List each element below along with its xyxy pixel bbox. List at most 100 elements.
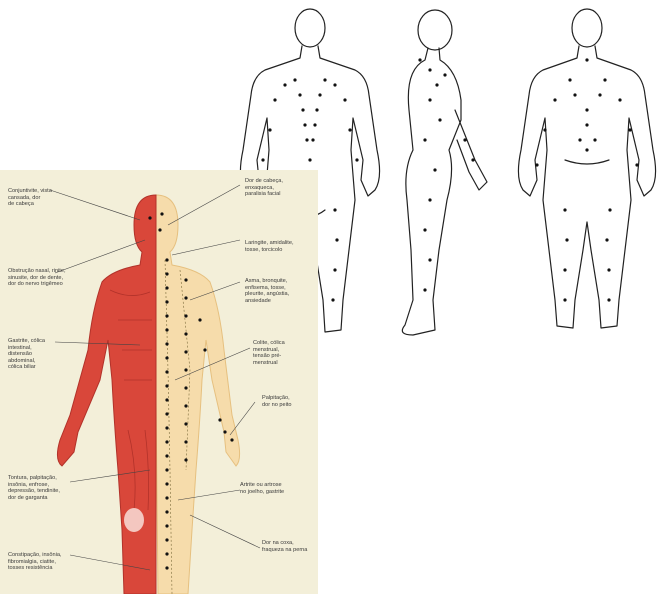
acupuncture-point (298, 93, 301, 96)
acupuncture-point (438, 118, 441, 121)
acupuncture-point (165, 370, 168, 373)
acupuncture-point (184, 314, 187, 317)
acupuncture-point (218, 418, 221, 421)
muscle-half (57, 195, 156, 594)
acupuncture-point (165, 468, 168, 471)
acupuncture-point (165, 440, 168, 443)
acupuncture-point (160, 212, 163, 215)
acupuncture-point (184, 458, 187, 461)
acupuncture-point (165, 272, 168, 275)
acupuncture-point (165, 482, 168, 485)
acupuncture-point (184, 422, 187, 425)
label-artrite: Artrite ou artrose no joelho, gastrite (240, 482, 284, 495)
side-view-figure (402, 10, 487, 335)
acupuncture-point (311, 138, 314, 141)
acupuncture-point (423, 288, 426, 291)
acupuncture-point (603, 78, 606, 81)
acupuncture-point (165, 314, 168, 317)
label-gastrite: Gastrite, cólica intestinal, distensão a… (8, 338, 45, 371)
acupuncture-point (318, 93, 321, 96)
acupuncture-point (585, 148, 588, 151)
acupuncture-point (165, 328, 168, 331)
acupuncture-point (165, 510, 168, 513)
label-tontura: Tontura, palpitação, insônia, enfrose, d… (8, 475, 60, 501)
acupuncture-point (333, 208, 336, 211)
acupuncture-point (301, 108, 304, 111)
label-laringite: Laringite, amidalite, tosse, torcicolo (245, 240, 294, 253)
acupuncture-point (165, 300, 168, 303)
acupuncture-point (165, 566, 168, 569)
acupuncture-point (165, 426, 168, 429)
acupuncture-point (593, 138, 596, 141)
acupuncture-point (423, 228, 426, 231)
acupuncture-point (607, 268, 610, 271)
acupuncture-point (585, 123, 588, 126)
acupuncture-point (165, 384, 168, 387)
acupuncture-point (184, 440, 187, 443)
acupuncture-point (283, 83, 286, 86)
acupuncture-point (293, 78, 296, 81)
label-conjuntivite: Conjuntivite, vista cansada, dor de cabe… (8, 188, 52, 208)
acupuncture-point (618, 98, 621, 101)
label-obstrucao-nasal: Obstrução nasal, rinite, sinusite, dor d… (8, 268, 66, 288)
acupuncture-point (315, 108, 318, 111)
anatomy-figure (0, 170, 318, 594)
acupuncture-point (563, 298, 566, 301)
skin-half (156, 195, 240, 594)
acupuncture-point (333, 268, 336, 271)
acupuncture-point (608, 208, 611, 211)
acupuncture-point (165, 454, 168, 457)
acupuncture-point (165, 552, 168, 555)
acupuncture-point (435, 83, 438, 86)
acupuncture-point (203, 348, 206, 351)
acupuncture-point (348, 128, 351, 131)
front-view-figure (518, 9, 655, 328)
acupuncture-point (563, 208, 566, 211)
acupuncture-point (165, 524, 168, 527)
acupuncture-point (165, 286, 168, 289)
acupuncture-point (273, 98, 276, 101)
acupuncture-point (184, 350, 187, 353)
label-palpitacao: Palpitação, dor no peito (262, 395, 292, 408)
acupuncture-point (463, 138, 466, 141)
acupuncture-point (605, 238, 608, 241)
acupuncture-point (184, 386, 187, 389)
acupuncture-point (308, 158, 311, 161)
acupuncture-point (443, 73, 446, 76)
acupuncture-point (313, 123, 316, 126)
acupuncture-point (331, 298, 334, 301)
acupuncture-point (230, 438, 233, 441)
acupuncture-point (568, 78, 571, 81)
acupuncture-point (323, 78, 326, 81)
acupuncture-point (628, 128, 631, 131)
acupuncture-point (573, 93, 576, 96)
acupuncture-point (585, 58, 588, 61)
anatomy-chart-panel: Conjuntivite, vista cansada, dor de cabe… (0, 170, 318, 594)
acupuncture-point (165, 258, 168, 261)
acupuncture-point (578, 138, 581, 141)
acupuncture-point (165, 496, 168, 499)
acupuncture-point (585, 108, 588, 111)
acupuncture-point (148, 216, 151, 219)
acupuncture-point (428, 68, 431, 71)
acupuncture-point (423, 138, 426, 141)
acupuncture-point (165, 342, 168, 345)
acupuncture-point (635, 163, 638, 166)
acupuncture-point (565, 238, 568, 241)
acupuncture-point (553, 98, 556, 101)
acupuncture-point (261, 158, 264, 161)
acupuncture-point (184, 332, 187, 335)
acupuncture-point (184, 404, 187, 407)
acupuncture-point (428, 198, 431, 201)
acupuncture-point (184, 278, 187, 281)
label-colite: Colite, cólica menstrual, tensão pré- me… (253, 340, 285, 366)
acupuncture-point (223, 430, 226, 433)
acupuncture-point (165, 538, 168, 541)
acupuncture-point (303, 123, 306, 126)
acupuncture-point (333, 83, 336, 86)
label-dor-na-coxa: Dor na coxa, fraqueza na perna (262, 540, 307, 553)
acupuncture-point (428, 258, 431, 261)
acupuncture-point (343, 98, 346, 101)
acupuncture-point (165, 398, 168, 401)
